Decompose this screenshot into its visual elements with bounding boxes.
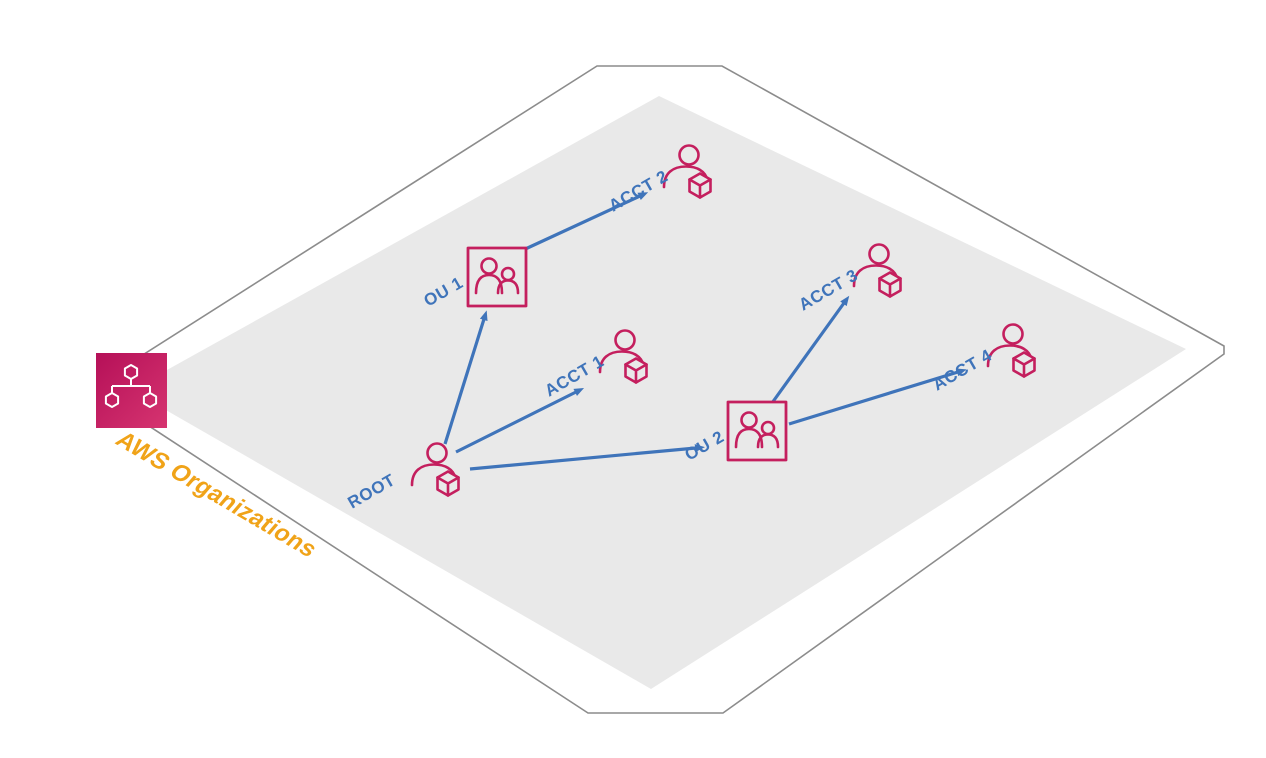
edge-ou2-to-acct3 xyxy=(770,295,850,404)
organizational-unit-icon xyxy=(466,246,528,308)
plane-surface xyxy=(131,96,1186,689)
edge-ou1-to-acct2 xyxy=(520,192,649,253)
edge-root-to-ou2 xyxy=(469,444,705,471)
edge-ou2-to-acct4 xyxy=(788,368,967,426)
organizational-unit-icon xyxy=(726,400,788,462)
edges xyxy=(443,192,967,471)
isometric-plane xyxy=(96,65,1225,714)
edge-root-to-acct1 xyxy=(455,387,585,454)
aws-organizations-badge xyxy=(96,353,167,428)
organizations-icon xyxy=(104,364,158,408)
edge-root-to-ou1 xyxy=(443,310,488,445)
